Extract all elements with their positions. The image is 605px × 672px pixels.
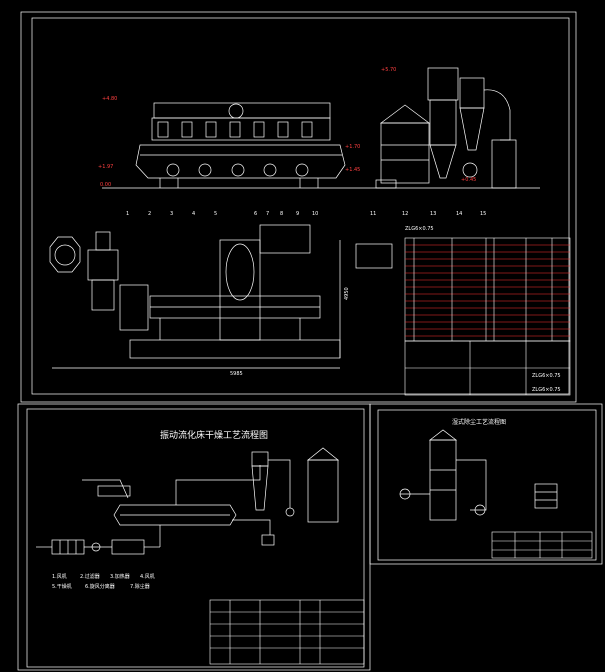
callout-11: 11 bbox=[370, 211, 376, 217]
small-panel-title: 湿式除尘工艺流程图 bbox=[452, 418, 506, 426]
callout-10: 10 bbox=[312, 211, 318, 217]
flow-legend-item-1: 1.风机 bbox=[52, 573, 67, 580]
scrubber-flow-sheet bbox=[369, 403, 603, 565]
callout-1: 1 bbox=[126, 211, 129, 217]
callout-9: 9 bbox=[296, 211, 299, 217]
flow-panel-title: 振动流化床干燥工艺流程图 bbox=[160, 429, 268, 441]
main-assembly-sheet bbox=[20, 11, 577, 403]
elevation-right-a: +1.70 bbox=[345, 144, 360, 150]
elevation-ground: 0.00 bbox=[100, 182, 111, 188]
elevation-fan: +0.45 bbox=[461, 177, 476, 183]
small-title-block bbox=[491, 531, 593, 559]
bom-code: ZLG6×0.75 bbox=[532, 387, 561, 393]
bom-title: ZLG6×0.75 bbox=[532, 373, 561, 379]
callout-8: 8 bbox=[280, 211, 283, 217]
callout-7: 7 bbox=[266, 211, 269, 217]
flow-title-block bbox=[209, 599, 365, 665]
bom-table: ZLG6×0.75 ZLG6×0.75 bbox=[404, 237, 571, 396]
flow-legend: 1.风机 2.过滤器 3.加热器 4.风机 5.干燥机 6.旋风分离器 7.除尘… bbox=[52, 573, 155, 590]
flow-diagram bbox=[36, 447, 339, 555]
flow-legend-item-7: 7.除尘器 bbox=[130, 583, 150, 590]
plan-note: ZLG6×0.75 bbox=[405, 226, 434, 232]
callout-5: 5 bbox=[214, 211, 217, 217]
callout-2: 2 bbox=[148, 211, 151, 217]
flow-legend-item-2: 2.过滤器 bbox=[80, 573, 100, 580]
flow-legend-item-3: 3.加热器 bbox=[110, 573, 130, 580]
elevation-right-b: +1.45 bbox=[345, 167, 360, 173]
callout-3: 3 bbox=[170, 211, 173, 217]
callout-14: 14 bbox=[456, 211, 462, 217]
elevation-top: +5.70 bbox=[381, 67, 396, 73]
callout-6: 6 bbox=[254, 211, 257, 217]
callout-13: 13 bbox=[430, 211, 436, 217]
scrubber-flow-diagram bbox=[399, 429, 558, 521]
part-callouts: 1 2 3 4 5 6 7 8 9 10 11 12 13 14 15 bbox=[126, 211, 486, 217]
elevation-hood: +4.80 bbox=[102, 96, 117, 102]
callout-4: 4 bbox=[192, 211, 195, 217]
dryer-plan-view bbox=[49, 224, 393, 369]
elevation-left-mid: +1.97 bbox=[98, 164, 113, 170]
elevation-labels: +5.70 +4.80 +1.97 +1.70 +1.45 0.00 +0.45 bbox=[98, 67, 476, 188]
flow-diagram-sheet bbox=[17, 403, 371, 671]
dimension-length: 5985 bbox=[230, 371, 243, 377]
dimension-height: 4950 bbox=[344, 287, 350, 300]
flow-legend-item-4: 4.风机 bbox=[140, 573, 155, 580]
callout-15: 15 bbox=[480, 211, 486, 217]
dryer-elevation-view bbox=[102, 67, 540, 189]
callout-12: 12 bbox=[402, 211, 408, 217]
flow-legend-item-5: 5.干燥机 bbox=[52, 583, 72, 590]
flow-legend-item-6: 6.旋风分离器 bbox=[85, 583, 115, 590]
